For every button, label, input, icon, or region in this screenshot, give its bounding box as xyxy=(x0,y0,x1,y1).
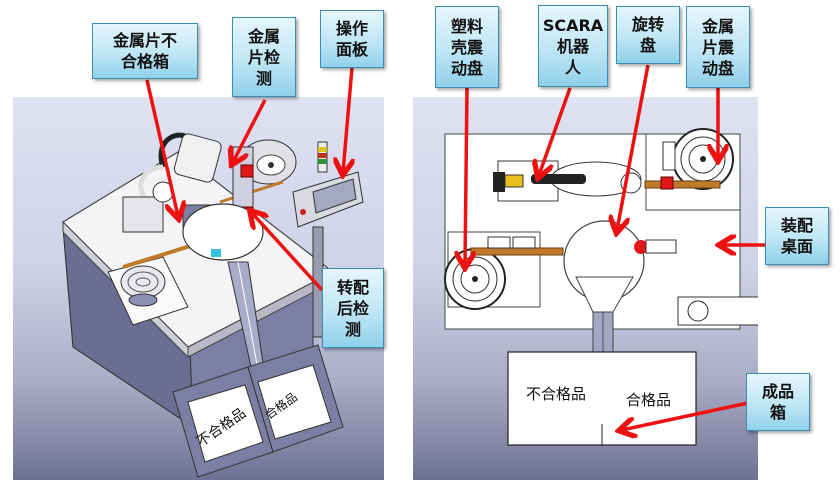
product-bins-3d xyxy=(172,344,344,478)
callout-metal-detection: 金属 片检 测 xyxy=(232,17,296,97)
top-view-panel: 不合格品 合格品 xyxy=(413,97,758,480)
callout-post-assembly-detection: 转配 后检 测 xyxy=(322,268,384,348)
callout-scara-robot: SCARA 机器 人 xyxy=(538,5,608,87)
accept-bin-label: 合格品 xyxy=(626,391,672,409)
callout-metal-reject-bin: 金属片不 合格箱 xyxy=(92,23,198,79)
callout-metal-feeder: 金属 片震 动盘 xyxy=(686,6,750,88)
detection-head xyxy=(634,240,648,254)
callout-rotary-table: 旋转 盘 xyxy=(616,6,680,64)
plastic-feeder-bowl xyxy=(107,240,204,326)
callout-product-bin: 成品 箱 xyxy=(746,373,810,431)
reject-bin-label: 不合格品 xyxy=(526,385,587,403)
rotary-table xyxy=(182,203,264,261)
top-view-machine-drawing xyxy=(444,128,758,446)
callout-plastic-shell-feeder: 塑料 壳震 动盘 xyxy=(435,6,499,88)
callout-assembly-table: 装配 桌面 xyxy=(765,207,829,265)
detection-bracket xyxy=(645,239,677,254)
sensor xyxy=(211,249,221,257)
callout-operation-panel: 操作 面板 xyxy=(320,10,384,68)
